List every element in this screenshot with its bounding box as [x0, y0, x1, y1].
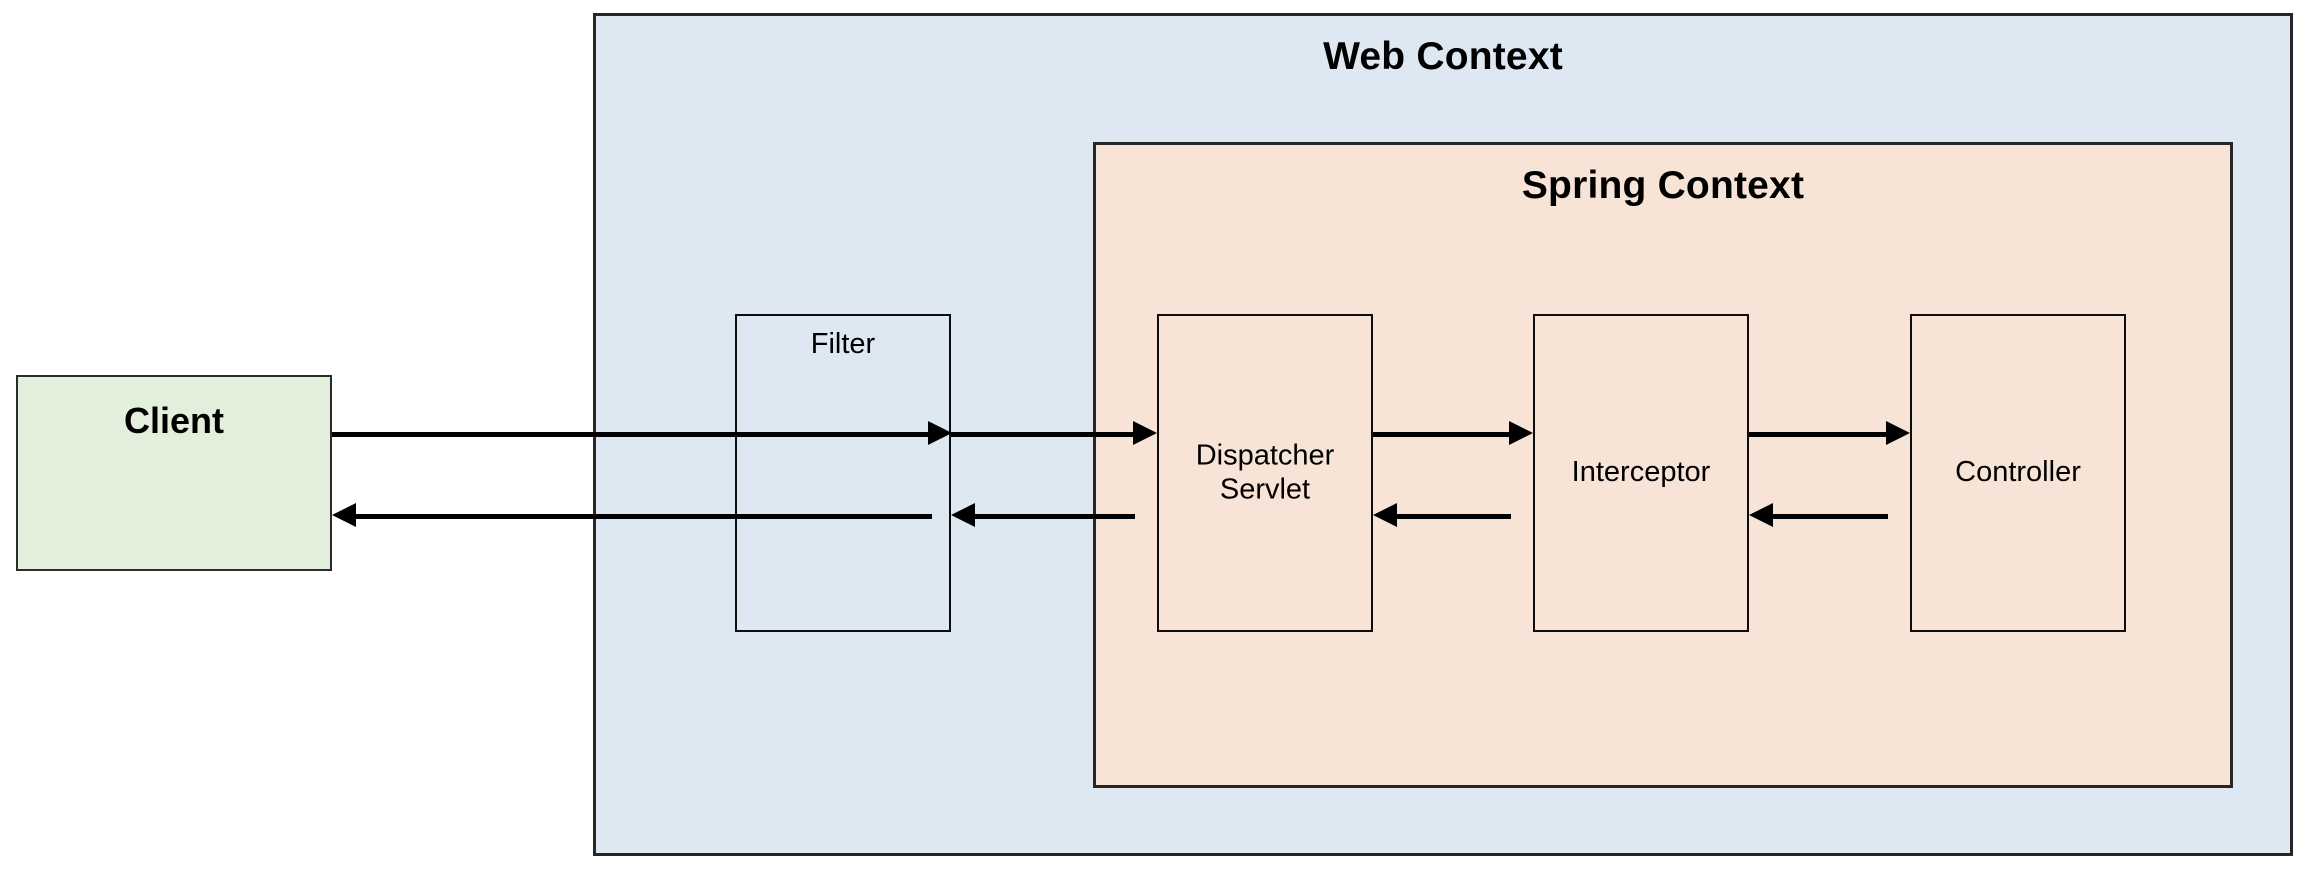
edge-interceptor-to-controller — [1749, 432, 1888, 437]
node-interceptor[interactable]: Interceptor — [1533, 314, 1749, 632]
arrowhead-client-to-filter — [928, 421, 952, 445]
edge-dispatcher-servlet-to-interceptor — [1373, 432, 1511, 437]
node-filter[interactable]: Filter — [735, 314, 951, 632]
node-interceptor-label: Interceptor — [1571, 456, 1711, 489]
arrowhead-filter-to-dispatcher-servlet — [1133, 421, 1157, 445]
edge-client-to-filter — [332, 432, 932, 437]
node-controller-label: Controller — [1955, 456, 2081, 489]
edge-filter-to-client — [356, 514, 932, 519]
node-filter-label: Filter — [810, 328, 876, 360]
arrowhead-interceptor-to-dispatcher-servlet — [1373, 503, 1397, 527]
arrowhead-controller-to-interceptor — [1749, 503, 1773, 527]
spring-context-title: Spring Context — [1521, 164, 1805, 207]
arrowhead-filter-to-client — [332, 503, 356, 527]
node-dispatcher-servlet-label: Dispatcher Servlet — [1195, 439, 1335, 505]
edge-filter-to-dispatcher-servlet — [951, 432, 1135, 437]
edge-interceptor-to-dispatcher-servlet — [1397, 514, 1511, 519]
edge-controller-to-interceptor — [1773, 514, 1888, 519]
arrowhead-interceptor-to-controller — [1886, 421, 1910, 445]
arrowhead-dispatcher-servlet-to-filter — [951, 503, 975, 527]
node-client-label: Client — [123, 400, 224, 441]
arrowhead-dispatcher-servlet-to-interceptor — [1509, 421, 1533, 445]
node-dispatcher-servlet[interactable]: Dispatcher Servlet — [1157, 314, 1373, 632]
edge-dispatcher-servlet-to-filter — [975, 514, 1135, 519]
node-client[interactable]: Client — [16, 375, 332, 571]
node-controller[interactable]: Controller — [1910, 314, 2126, 632]
web-context-title: Web Context — [1323, 35, 1563, 78]
